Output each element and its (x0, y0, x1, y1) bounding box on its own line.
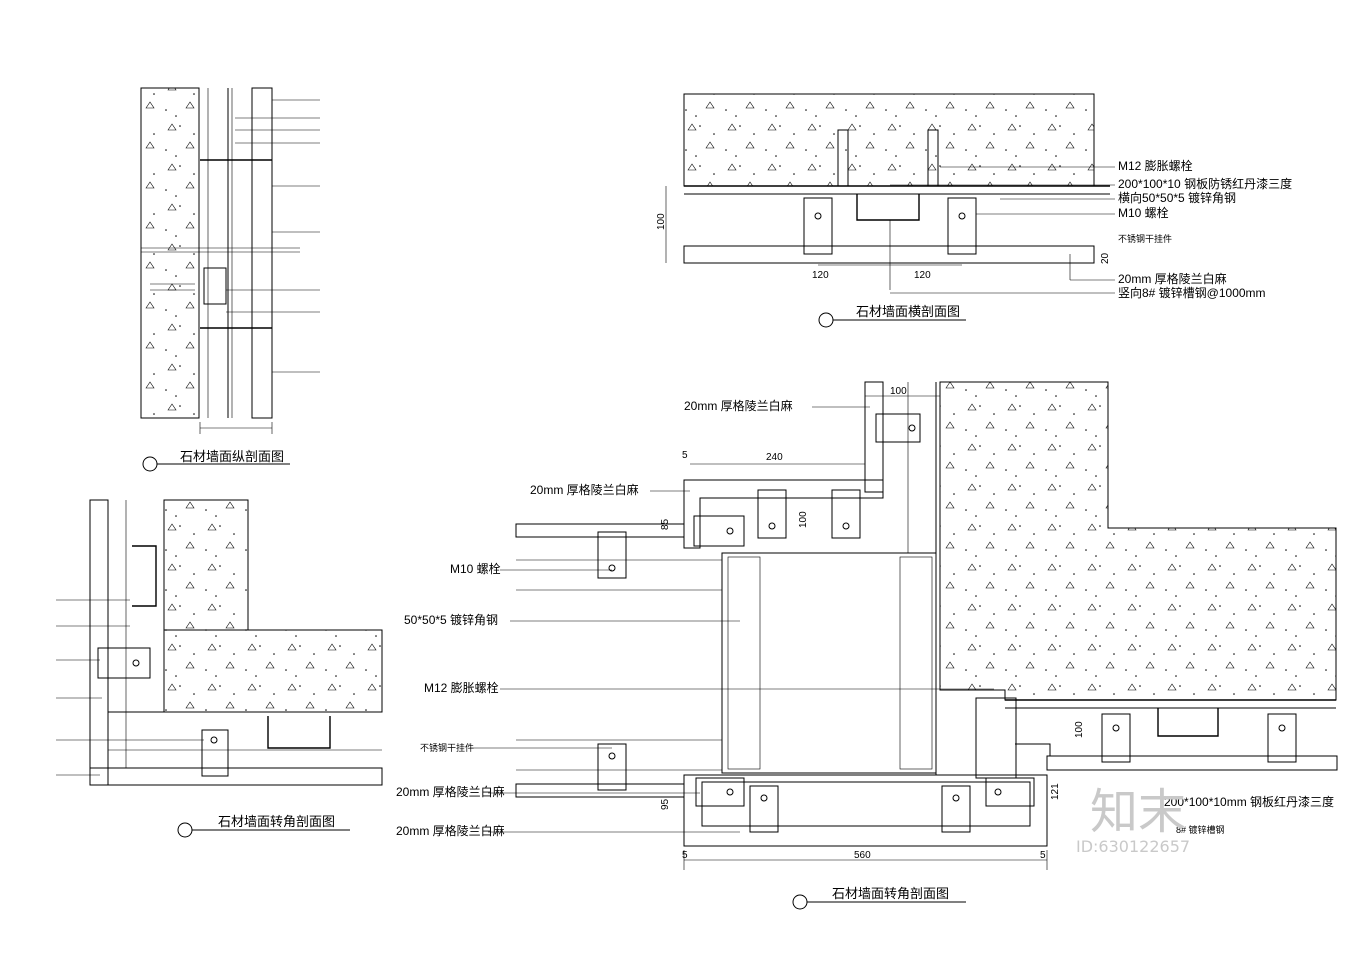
cl-dim-560: 560 (854, 850, 871, 861)
cs-title-marker-icon (177, 822, 193, 838)
cl-label-m10: M10 螺栓 (450, 561, 501, 576)
cl-label-channel: 8# 镀锌槽钢 (1176, 824, 1225, 835)
cl-title: 石材墙面转角剖面图 (832, 886, 949, 901)
hs-title-marker-icon (818, 312, 834, 328)
hs-dim-20: 20 (1100, 252, 1111, 264)
cl-title-marker-icon (792, 894, 808, 910)
cl-dim-240: 240 (766, 452, 783, 463)
drawing-corner-section-small: 石材墙面转角剖面图 (56, 499, 383, 838)
hs-dim-120b: 120 (914, 270, 931, 281)
watermark: 知末 ID:630122657 (1076, 784, 1190, 856)
cl-label-stone-2: 20mm 厚格陵兰白麻 (530, 482, 639, 497)
hs-dim-120a: 120 (812, 270, 829, 281)
cl-dim-85: 85 (660, 518, 671, 530)
cl-dim-100-top: 100 (890, 386, 907, 397)
hs-leaders (890, 166, 1115, 294)
vs-title: 石材墙面纵剖面图 (180, 449, 284, 464)
cl-leaders (470, 406, 994, 833)
cl-dim-100-right: 100 (1074, 721, 1085, 738)
note-leaders (226, 99, 320, 373)
cl-label-angle: 50*50*5 镀锌角钢 (404, 613, 498, 627)
hs-label-channel: 竖向8# 镀锌槽钢@1000mm (1118, 285, 1266, 300)
cs-title: 石材墙面转角剖面图 (218, 814, 335, 829)
cl-dim-100-mid: 100 (798, 511, 809, 528)
drawing-horizontal-section: 100 120 120 20 M12 膨胀螺栓 200*100*10 钢板防锈红… (656, 93, 1292, 328)
hs-label-stone: 20mm 厚格陵兰白麻 (1118, 271, 1227, 286)
cl-label-plate: 200*100*10mm 钢板红丹漆三度 (1164, 794, 1334, 809)
cl-dim-5b: 5 (682, 850, 688, 861)
hs-label-hanger: 不锈钢干挂件 (1118, 233, 1172, 244)
cl-label-stone-3: 20mm 厚格陵兰白麻 (396, 784, 505, 799)
vs-title-marker-icon (142, 456, 158, 472)
hs-label-m10: M10 螺栓 (1118, 205, 1169, 220)
drawing-vertical-section: 石材墙面纵剖面图 (140, 87, 320, 472)
cl-label-stone-4: 20mm 厚格陵兰白麻 (396, 823, 505, 838)
hs-label-m12: M12 膨胀螺栓 (1118, 158, 1193, 173)
cl-label-stone-1: 20mm 厚格陵兰白麻 (684, 398, 793, 413)
cl-dim-121: 121 (1050, 783, 1061, 800)
cl-dim-5a: 5 (682, 450, 688, 461)
hs-dim-100: 100 (656, 213, 667, 230)
hs-label-plate: 200*100*10 钢板防锈红丹漆三度 (1118, 176, 1292, 191)
cl-label-hanger: 不锈钢干挂件 (420, 742, 474, 753)
watermark-logo: 知末 (1090, 784, 1186, 840)
hs-title: 石材墙面横剖面图 (856, 304, 960, 319)
cl-label-m12: M12 膨胀螺栓 (424, 680, 499, 695)
cl-dim-5c: 5 (1040, 850, 1046, 861)
hs-label-angle: 横向50*50*5 镀锌角钢 (1118, 190, 1236, 205)
drawing-corner-section-large: 560 240 100 100 85 100 95 121 5 5 5 20mm… (396, 381, 1338, 910)
cl-dim-95: 95 (660, 798, 671, 810)
watermark-id: ID:630122657 (1076, 837, 1190, 856)
